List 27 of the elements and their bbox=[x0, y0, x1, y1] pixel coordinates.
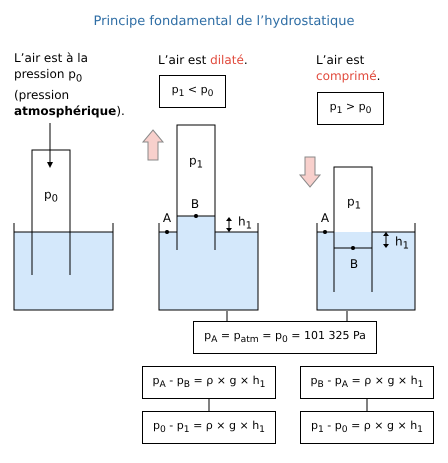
beaker-drawing bbox=[316, 166, 416, 311]
diagram-label: h$_{1}$ bbox=[395, 233, 409, 254]
diagram-label: B bbox=[350, 256, 358, 272]
caption-text: L’air est à la pression p$_{0}$ (pression atmosphérique). bbox=[14, 50, 126, 120]
equation-box: p$_{A}$ = p$_{atm}$ = p$_{0}$ = 101 325 Pa bbox=[193, 321, 377, 354]
connector-line bbox=[208, 398, 210, 412]
diagram-label: p$_{0}$ bbox=[44, 186, 58, 207]
diagram-label: B bbox=[190, 196, 200, 212]
connector-line bbox=[346, 310, 348, 322]
diagram-label: p$_{1}$ bbox=[189, 152, 203, 173]
caption-text: L’air est comprimé. bbox=[316, 52, 382, 84]
diagram-label: p$_{1}$ bbox=[347, 193, 361, 214]
connector-line bbox=[226, 310, 228, 322]
title: Principe fondamental de l’hydrostatique bbox=[92, 14, 356, 29]
equation-box: p$_{B}$ - p$_{A}$ = ρ × g × h$_{1}$ bbox=[300, 366, 434, 399]
equation-box: p$_{0}$ - p$_{1}$ = ρ × g × h$_{1}$ bbox=[142, 411, 276, 444]
beaker-drawing bbox=[158, 124, 259, 311]
diagram-label: A bbox=[320, 210, 330, 226]
equation-box: p$_{A}$ - p$_{B}$ = ρ × g × h$_{1}$ bbox=[142, 366, 276, 399]
equation-box: p$_{1}$ - p$_{0}$ = ρ × g × h$_{1}$ bbox=[300, 411, 434, 444]
diagram-label: A bbox=[162, 210, 172, 226]
diagram-label: h$_{1}$ bbox=[238, 213, 252, 234]
equation-box: p$_{1}$ > p$_{0}$ bbox=[317, 92, 384, 125]
equation-box: p$_{1}$ < p$_{0}$ bbox=[159, 75, 226, 108]
caption-text: L’air est dilaté. bbox=[158, 52, 248, 68]
beaker-drawing bbox=[13, 122, 114, 311]
connector-line bbox=[366, 398, 368, 412]
